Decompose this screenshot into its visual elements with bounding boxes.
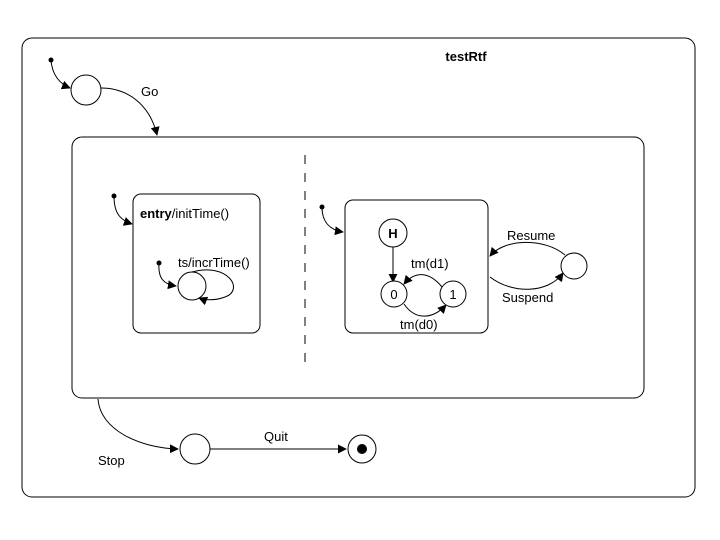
transition-tm-d0 [403,303,447,317]
transition-suspend [489,272,564,290]
transition-tm-d1 [403,274,443,288]
initial-transition-time [113,195,133,226]
entry-action: /initTime() [172,206,229,221]
transition-resume [489,241,566,257]
label-ts-incr: ts/incrTime() [178,255,250,270]
composite-running-state[interactable] [71,136,645,399]
state-idle[interactable] [70,74,102,106]
initial-transition-top [50,59,71,90]
chart-title: testRtf [445,49,487,64]
label-suspend: Suspend [502,290,553,305]
state-stopped[interactable] [179,433,211,465]
label-quit: Quit [264,429,288,444]
label-go: Go [141,84,158,99]
label-state-one: 1 [449,287,456,302]
self-transition-ts [191,269,234,306]
label-state-zero: 0 [390,287,397,302]
outer-chart-frame [21,37,696,498]
transition-go [100,87,160,136]
entry-keyword: entry [140,206,173,221]
label-tm-d1: tm(d1) [411,256,449,271]
label-stop: Stop [98,453,125,468]
transition-stop [97,398,179,454]
state-zero[interactable] [380,280,408,308]
time-entry-action: entry/initTime() [140,206,229,221]
state-blink[interactable] [344,199,489,334]
state-counting[interactable] [177,271,207,301]
final-state-dot [357,444,367,454]
label-tm-d0: tm(d0) [400,317,438,332]
initial-transition-blink [321,206,344,236]
state-time[interactable] [132,193,261,334]
initial-transition-inner-time [158,262,177,290]
history-label: H [388,226,397,241]
state-suspended[interactable] [560,252,588,280]
state-one[interactable] [439,280,467,308]
label-resume: Resume [507,228,555,243]
